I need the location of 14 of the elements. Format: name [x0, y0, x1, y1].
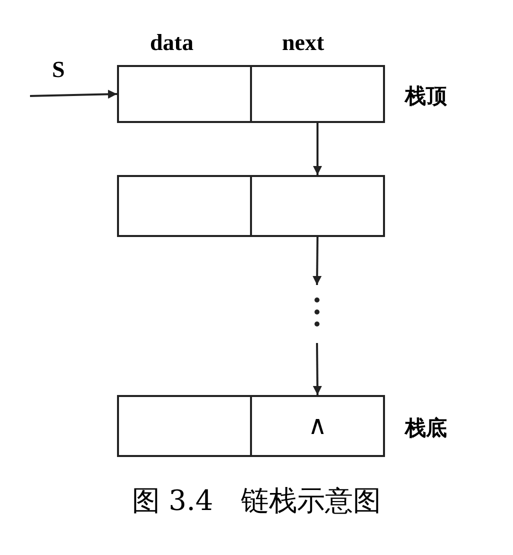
- list-node-field: [117, 65, 252, 123]
- list-node-field: [117, 175, 252, 237]
- pointer-arrow: [312, 236, 322, 286]
- list-node-field: [250, 175, 385, 237]
- column-heading: next: [282, 30, 324, 56]
- pointer-arrow: [313, 123, 322, 175]
- list-node-field: [117, 395, 252, 457]
- null-pointer-symbol: ∧: [308, 411, 328, 441]
- pointer-arrow: [312, 342, 322, 396]
- stack-end-label: 栈底: [405, 415, 447, 442]
- pointer-arrow: [30, 90, 118, 99]
- column-heading: data: [150, 30, 194, 56]
- stack-end-label: 栈顶: [405, 83, 447, 110]
- figure-caption: 图 3.4 链栈示意图: [130, 483, 382, 519]
